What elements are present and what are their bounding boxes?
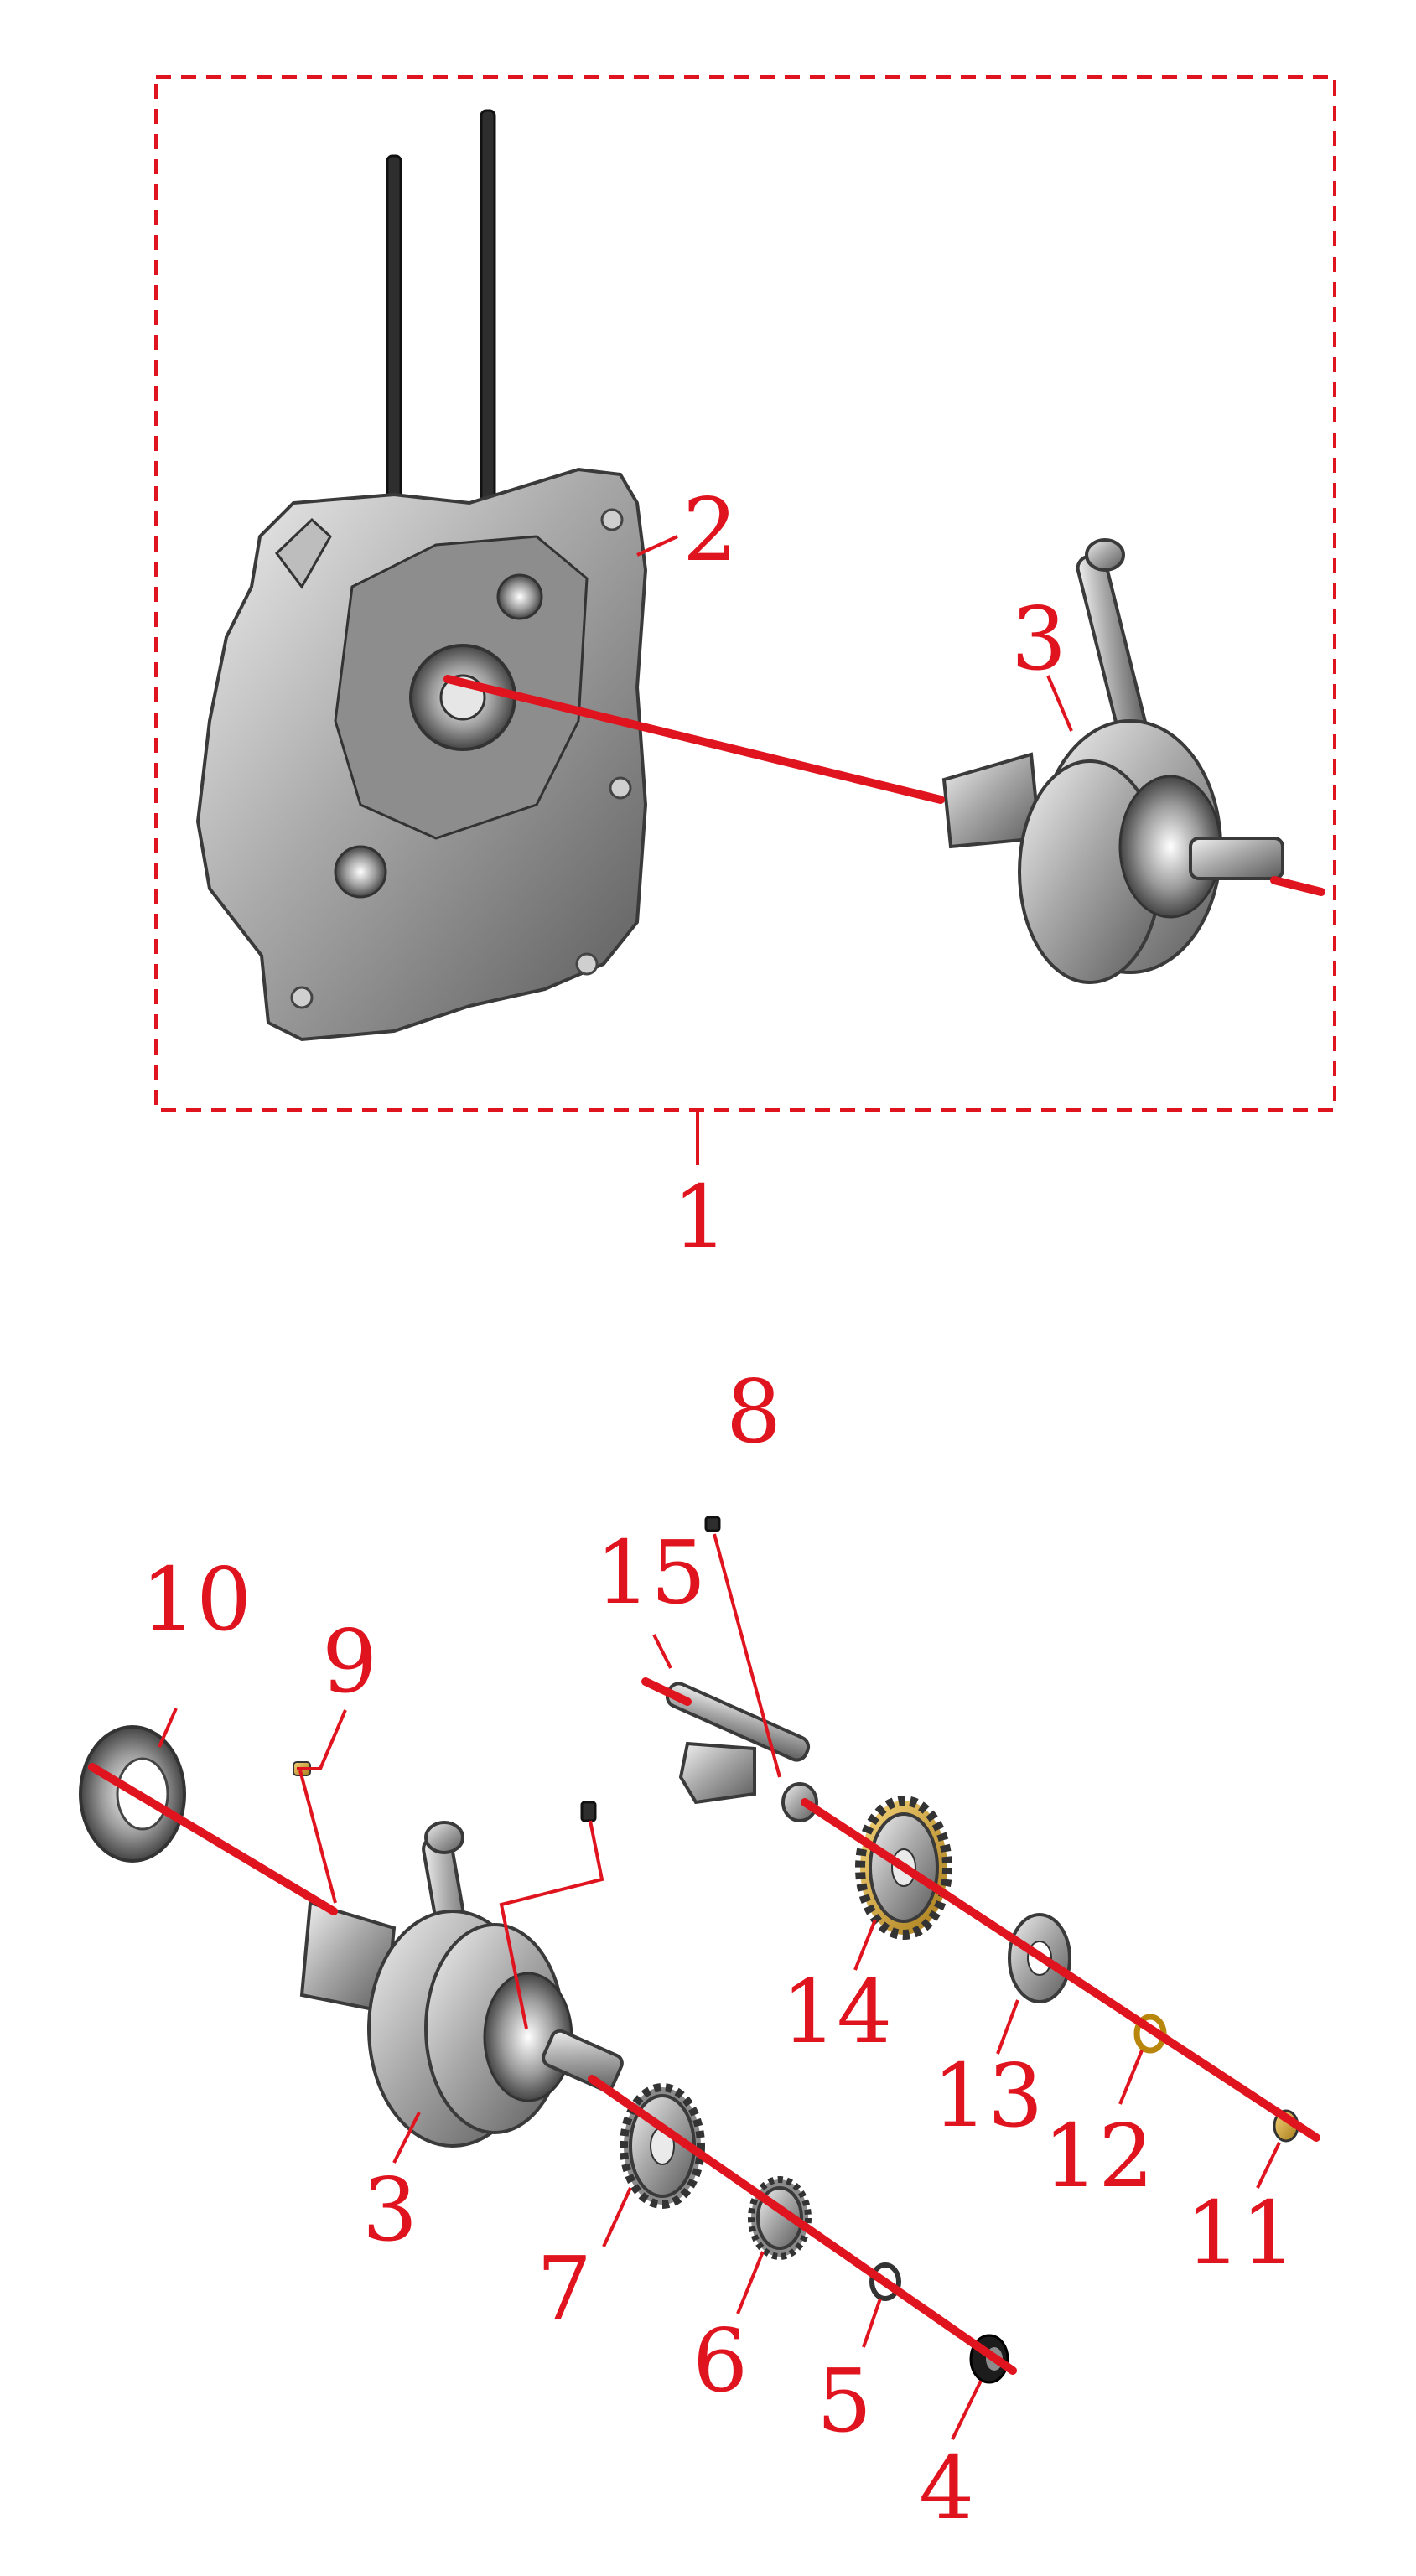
- leader-4: [951, 2380, 983, 2440]
- axis-lower-left: [88, 1763, 338, 1915]
- crankshaft-lower: [299, 1821, 624, 2148]
- leader-12: [1118, 2050, 1144, 2105]
- crankcase-left-half: [195, 109, 648, 1042]
- crankshaft-upper: [941, 538, 1284, 984]
- assembly-group-frame: [154, 75, 1336, 1112]
- callout-9: 9: [322, 1610, 377, 1713]
- key-8: [704, 1516, 721, 1532]
- callout-6: 6: [692, 2309, 748, 2412]
- axis-balancer: [801, 1798, 1320, 2142]
- callout-5: 5: [817, 2350, 872, 2452]
- leader-9-axis: [298, 1770, 337, 1904]
- callout-13: 13: [932, 2045, 1043, 2147]
- callout-3b: 3: [362, 2159, 418, 2261]
- leader-11: [1256, 2142, 1281, 2189]
- leader-8: [713, 1533, 781, 1778]
- callout-1: 1: [672, 1166, 728, 1268]
- axis-upper-end: [1270, 876, 1325, 896]
- leader-10: [158, 1708, 178, 1748]
- callout-14: 14: [781, 1961, 892, 2063]
- callout-12: 12: [1043, 2105, 1154, 2207]
- key: [580, 1801, 597, 1822]
- washer-5: [869, 2262, 901, 2301]
- leader-3a: [1046, 675, 1073, 732]
- leader-2: [636, 535, 678, 557]
- leader-7: [602, 2187, 632, 2247]
- callout-7: 7: [537, 2237, 592, 2340]
- callout-15: 15: [595, 1521, 706, 1624]
- callout-11: 11: [1185, 2182, 1296, 2284]
- axis-upper: [443, 675, 945, 804]
- leader-5: [862, 2298, 882, 2348]
- callout-2: 2: [682, 479, 738, 581]
- leader-key-crank: [499, 1820, 604, 2029]
- leader-14: [853, 1919, 877, 1971]
- axis-lower-right: [641, 1677, 692, 1706]
- callout-10: 10: [141, 1548, 252, 1651]
- balancer-shaft-15: [665, 1682, 818, 1822]
- leader-9: [297, 1709, 347, 1770]
- leader-6: [736, 2251, 765, 2314]
- axis-lower-gears: [588, 2075, 1017, 2375]
- callout-3a: 3: [1011, 588, 1066, 690]
- leader-15: [652, 1634, 672, 1669]
- leader-13: [996, 1999, 1019, 2055]
- callout-8: 8: [726, 1361, 781, 1463]
- callout-4: 4: [919, 2437, 974, 2539]
- leader-3b: [392, 2112, 421, 2164]
